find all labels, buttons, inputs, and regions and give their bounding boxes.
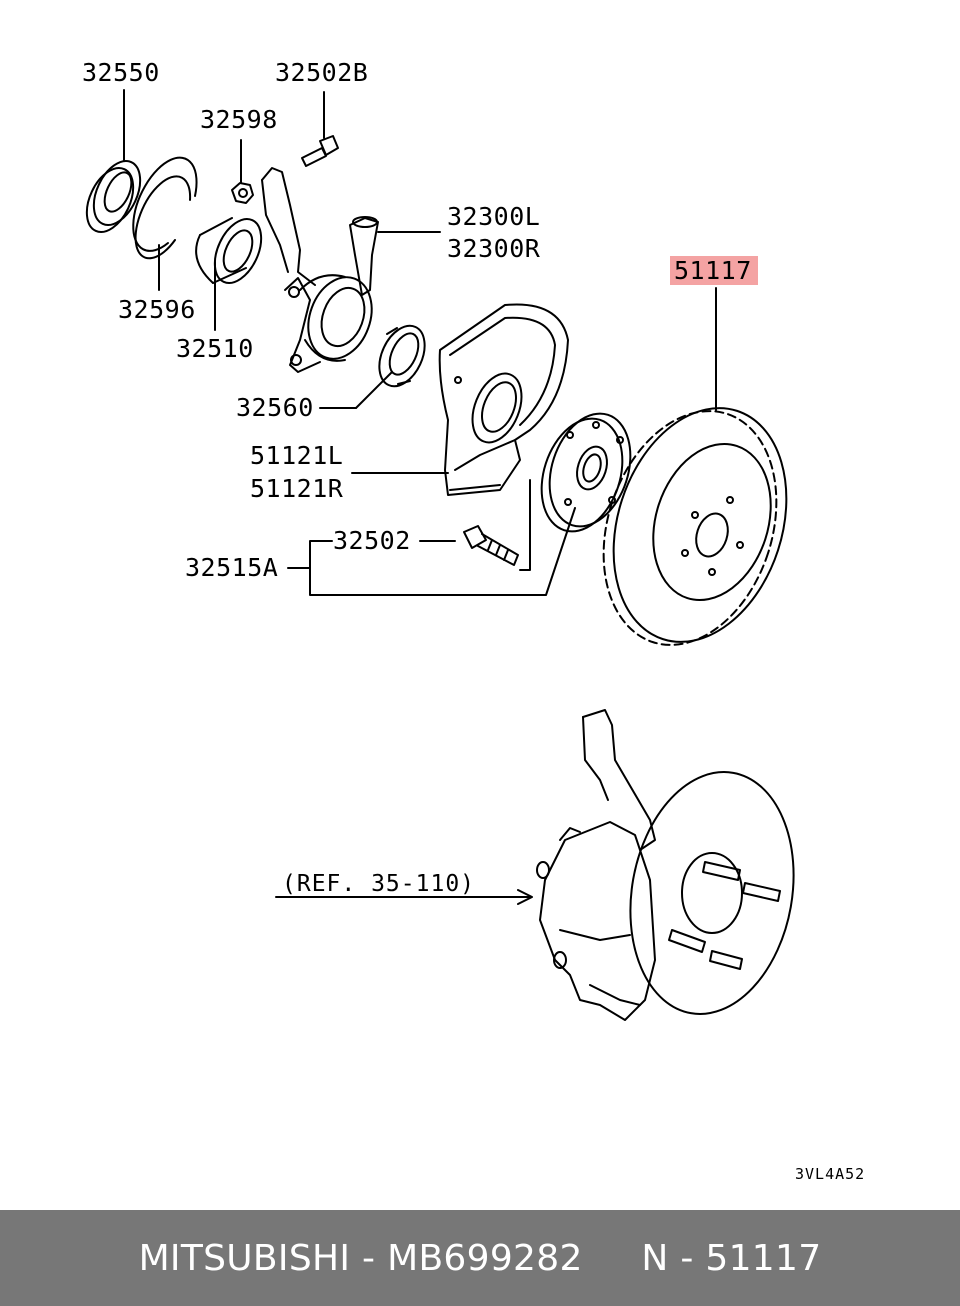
footer-bar: MITSUBISHI - MB699282 N - 51117: [0, 1210, 960, 1306]
leader-32560: [356, 372, 392, 408]
oil-seal-32560: [370, 319, 433, 394]
bolt-32502B: [302, 136, 338, 166]
part-label-32515A: 32515A: [185, 553, 279, 582]
part-label-32510: 32510: [176, 334, 254, 363]
steering-knuckle-32300: [262, 168, 383, 372]
oil-seal-32550: [78, 154, 150, 240]
bracket-32515A: [310, 508, 575, 595]
brake-disc-51117: [575, 386, 815, 668]
footer-gap: [583, 1238, 642, 1279]
part-label-51121L: 51121L: [250, 441, 344, 470]
part-label-32502: 32502: [333, 526, 411, 555]
hub-32515A: [528, 403, 644, 542]
part-label-32550: 32550: [82, 58, 160, 87]
nut-32598: [232, 183, 253, 203]
diagram-code: 3VL4A52: [795, 1165, 866, 1183]
part-label-32300L: 32300L: [447, 202, 541, 231]
assembly-view: [537, 710, 812, 1027]
part-label-32596: 32596: [118, 295, 196, 324]
part-label-51121R: 51121R: [250, 474, 344, 503]
part-label-32560: 32560: [236, 393, 314, 422]
bearing-32510: [196, 212, 270, 291]
part-label-32598: 32598: [200, 105, 278, 134]
part-label-32300R: 32300R: [447, 234, 541, 263]
parts-diagram: 32550 32502B 32598 32300L 32300R 51117 3…: [0, 0, 960, 1210]
snap-ring-32596: [136, 176, 191, 258]
footer-separator: -: [350, 1237, 388, 1279]
part-label-51117: 51117: [670, 256, 758, 285]
footer-part-number: MB699282: [387, 1237, 583, 1279]
exploded-view-drawing: [0, 0, 960, 1210]
dust-shield-51121: [440, 304, 568, 495]
reference-label: (REF. 35-110): [282, 871, 476, 897]
hub-bolt-32502: [464, 526, 518, 565]
part-label-32502B: 32502B: [275, 58, 369, 87]
footer-diagram-ref: N - 51117: [641, 1237, 822, 1279]
footer-brand: MITSUBISHI: [138, 1237, 351, 1279]
